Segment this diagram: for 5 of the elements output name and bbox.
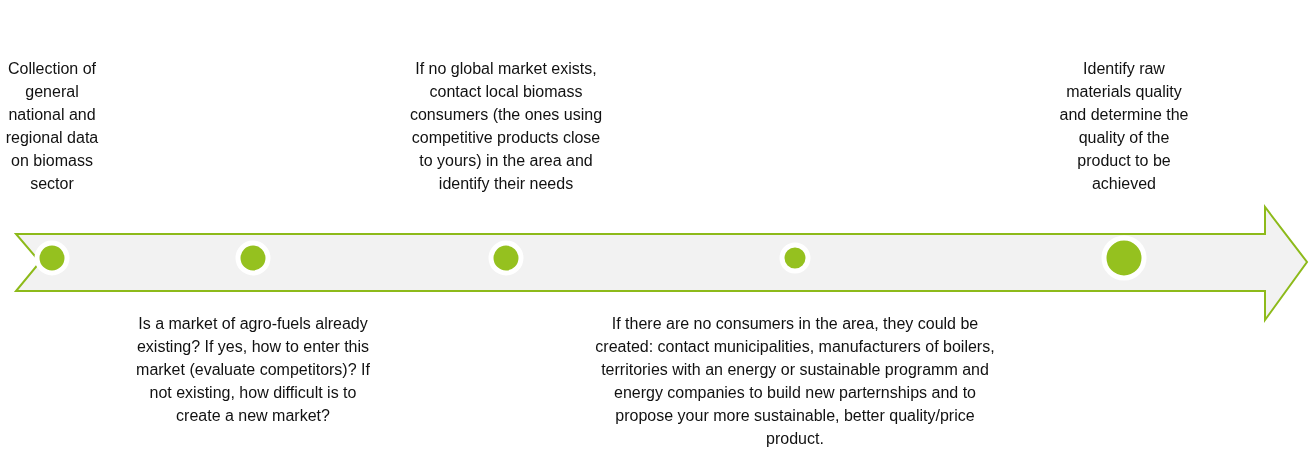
step-text: If there are no consumers in the area, they could be created: contact municipalities, manufacturers of boilers, territories with an energy or sustainable programm and energy companies to build new parternships and to propose your more sustainable, better quality/price product. bbox=[595, 314, 995, 449]
step-text: If no global market exists, contact local biomass consumers (the ones using competitive products close to yours) in the area and identify their needs bbox=[408, 59, 604, 194]
step-text: Collection of general national and regional data on biomass sector bbox=[4, 59, 100, 194]
step-text: Is a market of agro-fuels already existing? If yes, how to enter this market (evaluate competitors)? If not existing, how difficult is to create a new market? bbox=[135, 314, 371, 426]
step-text: Identify raw materials quality and determine the quality of the product to be achieved bbox=[1059, 59, 1189, 194]
